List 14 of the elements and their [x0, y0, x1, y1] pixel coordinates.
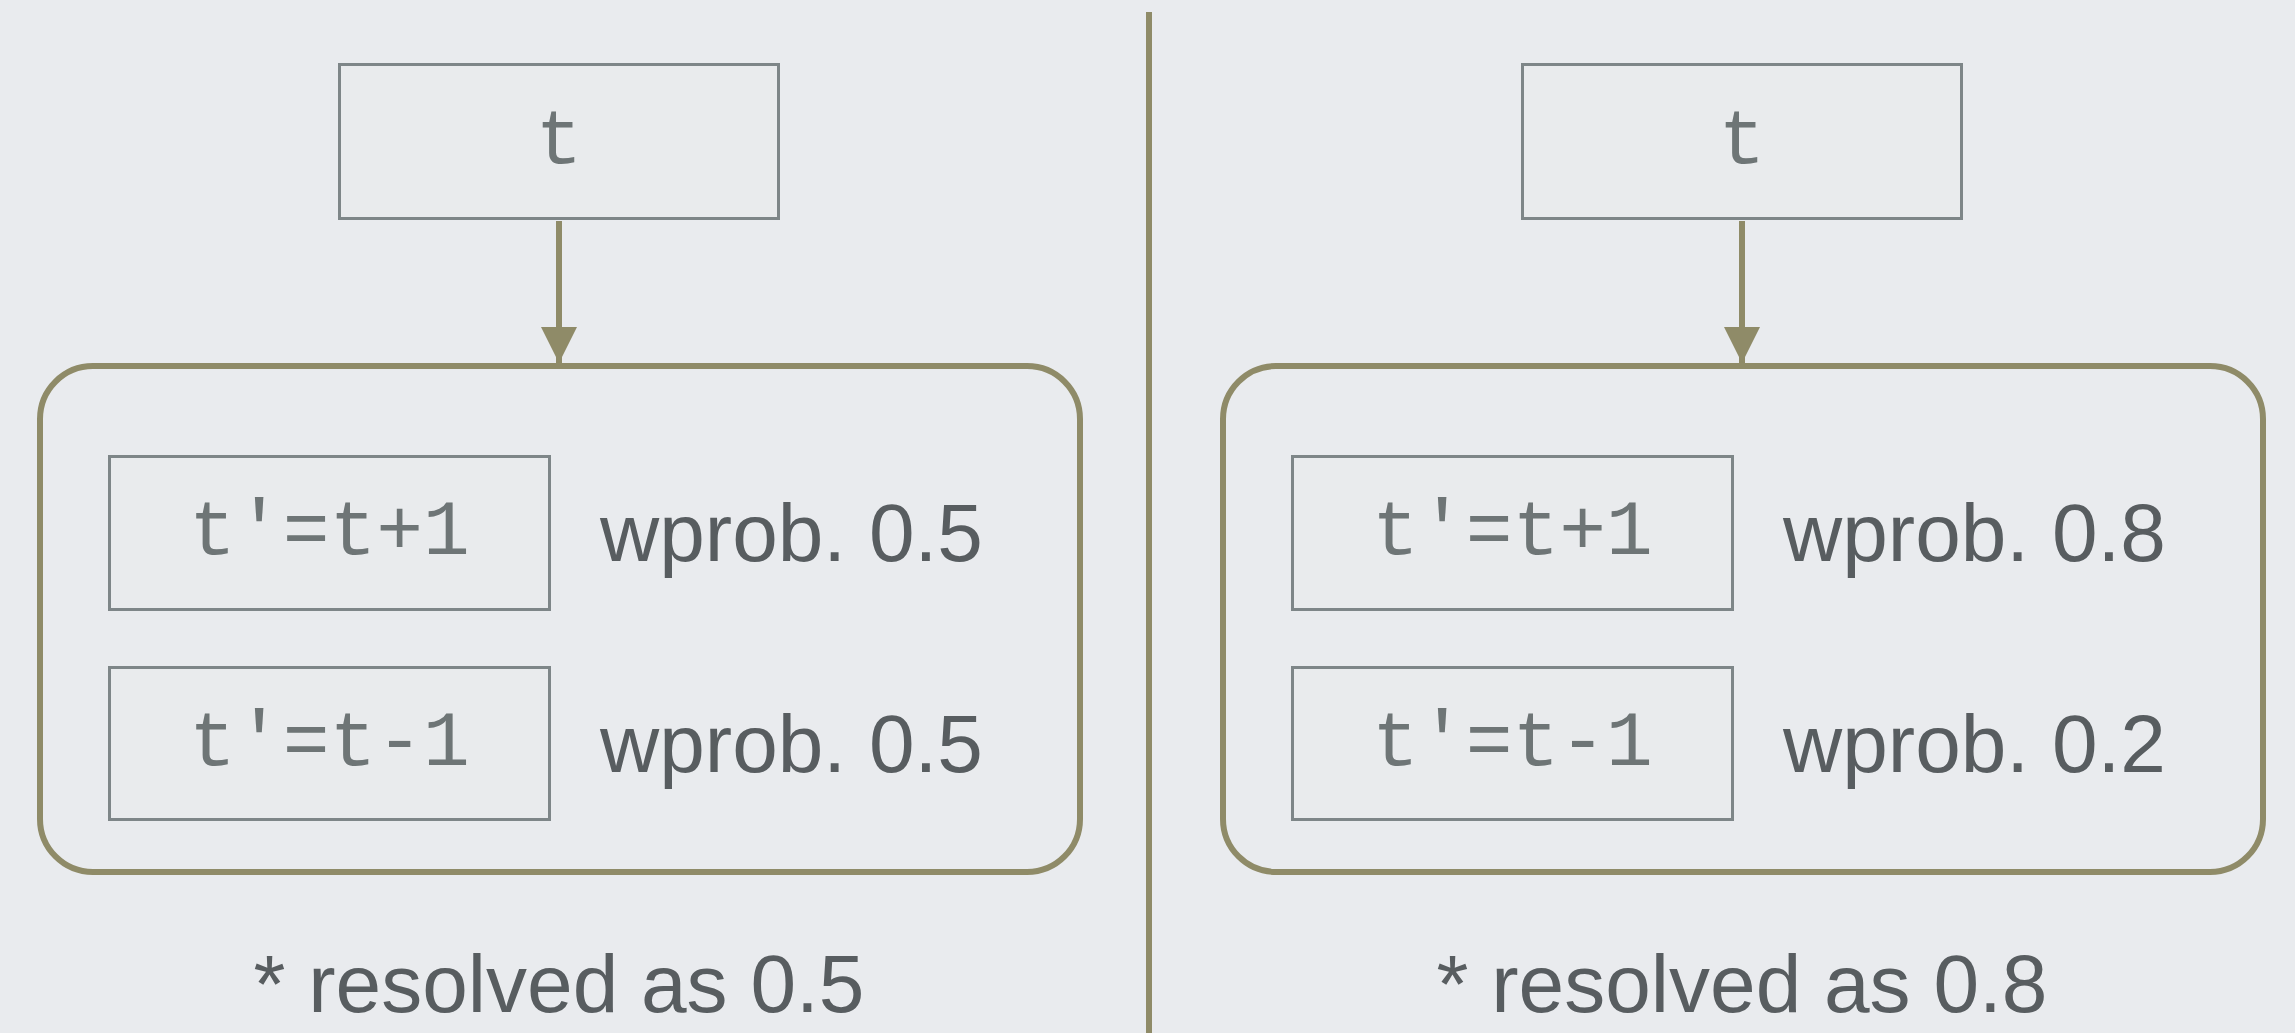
- box-label: t: [1718, 102, 1766, 181]
- box-label: t'=t-1: [189, 704, 470, 783]
- box-label: t: [535, 102, 583, 181]
- arrow: [1724, 221, 1760, 363]
- box-label: t'=t+1: [1372, 494, 1653, 572]
- box-label: t'=t+1: [189, 494, 470, 572]
- text-box: [1521, 63, 1963, 220]
- note-text: * resolved as 0.8: [1436, 943, 2048, 1025]
- note-text: * resolved as 0.5: [253, 943, 865, 1025]
- box-label: t'=t-1: [1372, 704, 1653, 783]
- arrow: [541, 221, 577, 363]
- text-box: [338, 63, 780, 220]
- rounded-group-box: [37, 363, 1083, 875]
- rounded-group-box: [1220, 363, 2266, 875]
